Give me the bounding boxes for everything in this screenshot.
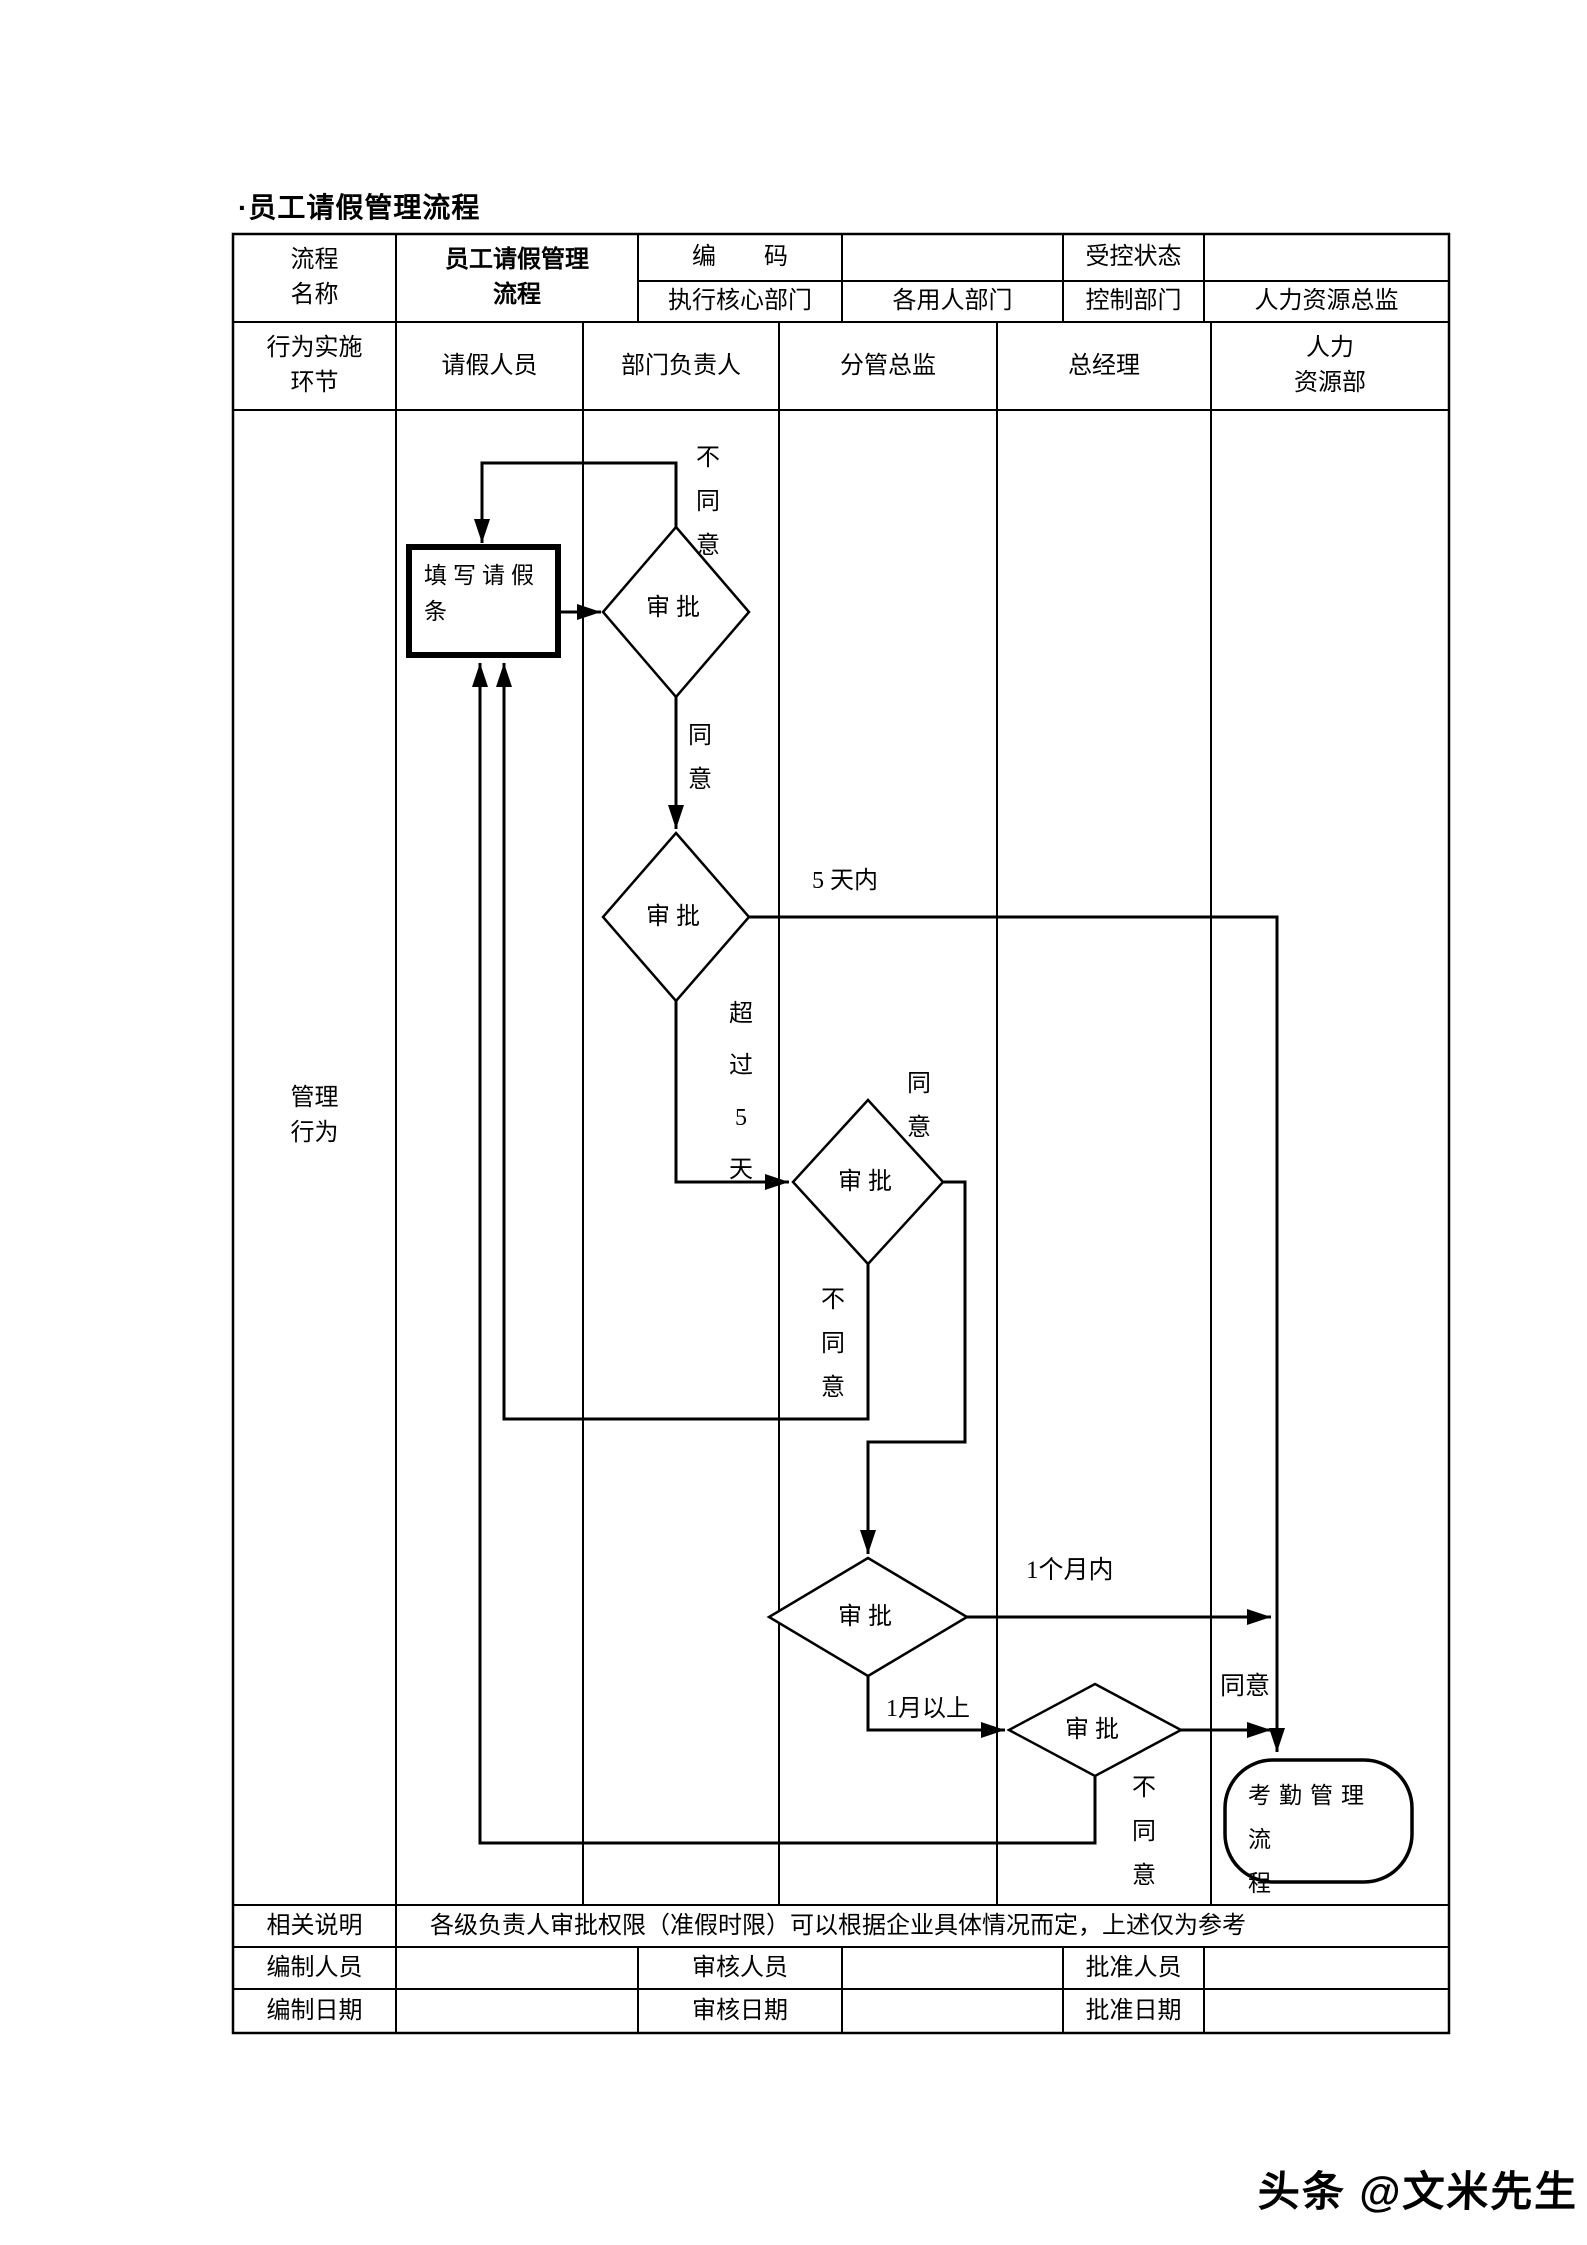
- lane-header-hr-dept: 人力 资源部: [1294, 335, 1366, 396]
- table-grid: [231, 232, 1451, 2035]
- edge-label-within-5-days: 5 天内: [812, 868, 878, 894]
- edge-label-disagree-3: 不 同 意: [1132, 1775, 1156, 1889]
- decision-4-shape: [766, 1556, 970, 1678]
- end-box-label: 考勤管理流 程: [1248, 1783, 1372, 1896]
- cell-behavior-label: 行为实施 环节: [266, 335, 363, 396]
- cell-control-dept-value: 人力资源总监: [1254, 288, 1399, 315]
- page-title: ·员工请假管理流程: [238, 192, 481, 223]
- cell-prepared-by-value: [396, 1947, 638, 1989]
- lane-header-director: 分管总监: [840, 352, 936, 379]
- cell-exec-core-dept-label: 执行核心部门: [668, 288, 812, 315]
- cell-controlled-status-value: [1204, 234, 1449, 281]
- cell-prepared-by-label: 编制人员: [266, 1954, 363, 1981]
- cell-reviewed-by-label: 审核人员: [692, 1954, 788, 1981]
- cell-notes-value: 各级负责人审批权限（准假时限）可以根据企业具体情况而定，上述仅为参考: [430, 1912, 1246, 1939]
- start-box-label: 填写请假 条: [424, 563, 540, 624]
- cell-control-dept-label: 控制部门: [1085, 288, 1182, 315]
- cell-reviewed-date-label: 审核日期: [692, 1997, 788, 2024]
- cell-approved-by-value: [1204, 1947, 1449, 1989]
- cell-reviewed-date-value: [842, 1989, 1063, 2033]
- start-box-shape: [406, 544, 561, 658]
- decision-3-label: 审批: [838, 1168, 898, 1195]
- decision-1-shape: [601, 525, 751, 699]
- cell-prepared-date-value: [396, 1989, 638, 2033]
- cell-process-name-value: 员工请假管理 流程: [445, 246, 589, 308]
- lane-header-dept-manager: 部门负责人: [621, 352, 741, 379]
- decision-3-shape: [791, 1098, 945, 1266]
- edge-label-agree-2: 同 意: [907, 1071, 931, 1141]
- cell-process-name-label: 流程 名称: [290, 247, 339, 308]
- edge-label-agree-3: 同意: [1220, 1673, 1271, 1700]
- edge-label-within-1-month: 1个月内: [1026, 1557, 1114, 1584]
- edge-label-agree-1: 同 意: [688, 723, 712, 793]
- decision-5-label: 审批: [1065, 1716, 1125, 1743]
- cell-exec-core-dept-value: 各用人部门: [892, 288, 1013, 315]
- cell-code-label: 编 码: [692, 244, 788, 271]
- edge-label-over-1-month: 1月以上: [886, 1696, 970, 1722]
- cell-code-value: [842, 234, 1063, 281]
- cell-prepared-date-label: 编制日期: [266, 1997, 363, 2024]
- end-box-shape: [1223, 1758, 1414, 1884]
- cell-approved-by-label: 批准人员: [1085, 1954, 1182, 1981]
- watermark: 头条 @文米先生: [1257, 2168, 1580, 2215]
- cell-controlled-status-label: 受控状态: [1085, 244, 1182, 271]
- cell-notes-label: 相关说明: [266, 1912, 363, 1939]
- decision-5-shape: [1006, 1682, 1184, 1778]
- decision-2-shape: [601, 831, 751, 1003]
- decision-4-label: 审批: [838, 1603, 898, 1630]
- lane-header-general-manager: 总经理: [1068, 352, 1140, 379]
- cell-approved-date-label: 批准日期: [1085, 1997, 1182, 2024]
- decision-2-label: 审批: [646, 903, 706, 930]
- edge-label-disagree-1: 不 同 意: [696, 445, 720, 559]
- cell-reviewed-by-value: [842, 1947, 1063, 1989]
- flow-connectors: [472, 461, 1285, 1845]
- cell-approved-date-value: [1204, 1989, 1449, 2033]
- decision-1-label: 审批: [646, 594, 706, 621]
- cell-management-behavior: 管理 行为: [290, 1085, 339, 1146]
- lane-header-applicant: 请假人员: [441, 352, 538, 379]
- edge-label-disagree-2: 不 同 意: [821, 1287, 845, 1401]
- edge-label-over-5-days: 超 过 5 天: [729, 1001, 753, 1183]
